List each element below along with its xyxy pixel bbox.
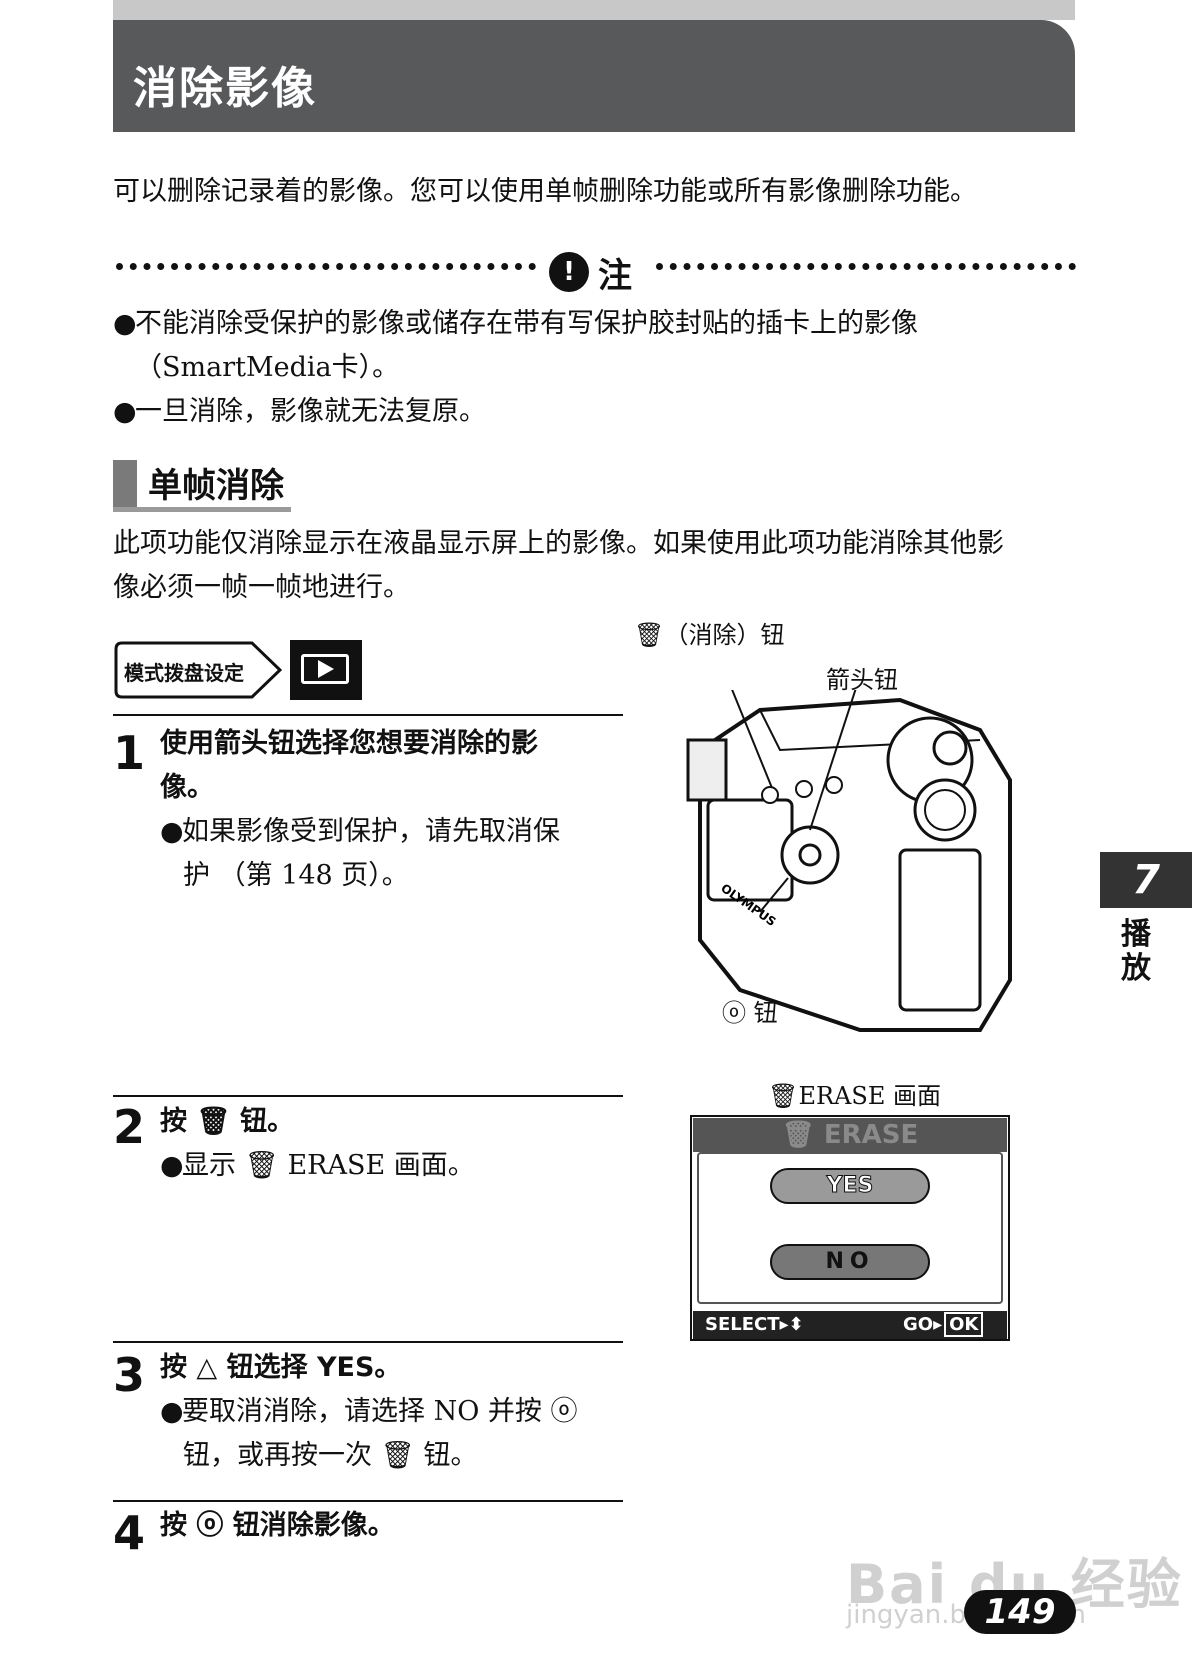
no-button[interactable]: NO: [770, 1244, 930, 1280]
step-divider: [113, 1500, 623, 1502]
note-bullet: ● 不能消除受保护的影像或储存在带有写保护胶封贴的插卡上的影像: [113, 302, 1093, 346]
step-bullet-text: 显示 🗑 ERASE 画面。: [182, 1150, 475, 1181]
trash-icon: 🗑: [781, 1120, 824, 1150]
page-title: 消除影像: [133, 63, 317, 114]
step-divider: [113, 1341, 623, 1343]
step-number: 1: [113, 726, 146, 780]
footer-select-text: SELECT: [705, 1314, 780, 1335]
bullet-icon: ●: [160, 1396, 184, 1427]
intro-text: 可以删除记录着的影像。您可以使用单帧删除功能或所有影像删除功能。: [113, 176, 977, 207]
step-heading: 按 ⓞ 钮消除影像。: [160, 1510, 395, 1541]
erase-screen-footer: SELECT▸⬍ GO▸OK: [693, 1311, 1007, 1339]
step-heading: 使用箭头钮选择您想要消除的影: [160, 728, 538, 759]
playback-icon-frame: [301, 654, 349, 684]
note-divider-left: [116, 263, 536, 270]
step-number: 4: [113, 1506, 146, 1560]
title-banner: [113, 20, 1075, 132]
chapter-number-tab: 7: [1100, 852, 1192, 908]
step-bullet: ● 如果影像受到保护，请先取消保: [160, 810, 560, 854]
trash-icon: 🗑: [768, 1082, 799, 1110]
step-number: 3: [113, 1348, 146, 1402]
footer-go-label: GO▸OK: [903, 1311, 984, 1339]
yes-button[interactable]: YES: [770, 1168, 930, 1204]
chapter-label-line: 播: [1121, 917, 1151, 952]
step-bullet: ● 显示 🗑 ERASE 画面。: [160, 1144, 475, 1188]
chapter-label: 播 放: [1112, 918, 1160, 986]
step-bullet-cont: 护 （第 148 页）。: [183, 860, 409, 891]
note-icon: !: [549, 252, 589, 292]
bullet-icon: ●: [160, 1150, 184, 1181]
step-heading-cont: 像。: [160, 772, 214, 803]
trash-icon: 🗑: [634, 621, 665, 649]
step-bullet-text: 如果影像受到保护，请先取消保: [182, 816, 560, 847]
erase-screen-caption: 🗑ERASE 画面: [768, 1076, 941, 1111]
erase-screen-caption-text: ERASE 画面: [798, 1082, 941, 1110]
erase-screen-panel: [697, 1152, 1003, 1304]
camera-illustration: OLYMPUS: [686, 690, 1012, 1032]
bullet-icon: ●: [113, 396, 137, 427]
erase-screen-header-text: ERASE: [823, 1120, 919, 1150]
step-divider: [113, 714, 623, 716]
note-bullet: ● 一旦消除，影像就无法复原。: [113, 390, 1093, 434]
step-divider: [113, 1095, 623, 1097]
chapter-label-line: 放: [1121, 951, 1151, 986]
step-heading: 按 🗑 钮。: [160, 1106, 295, 1137]
erase-screen-header: 🗑 ERASE: [693, 1118, 1007, 1152]
footer-go-text: GO: [903, 1314, 934, 1335]
arrow-button-callout: 箭头钮: [826, 666, 898, 694]
ok-button-callout-text: 钮: [753, 999, 778, 1027]
step-bullet: ● 要取消消除，请选择 NO 并按 ⓞ: [160, 1390, 578, 1434]
ok-box: OK: [944, 1312, 984, 1337]
footer-select-label: SELECT▸⬍: [705, 1314, 804, 1335]
ok-button-icon: ⓞ: [722, 999, 746, 1027]
bullet-icon: ●: [160, 816, 184, 847]
step-number: 2: [113, 1100, 146, 1154]
section-desc: 此项功能仅消除显示在液晶显示屏上的影像。如果使用此项功能消除其他影: [113, 528, 1004, 559]
section-title: 单帧消除: [148, 466, 284, 506]
title-banner-top: [113, 0, 1075, 20]
note-bullet-text: 不能消除受保护的影像或储存在带有写保护胶封贴的插卡上的影像: [135, 308, 918, 339]
note-bullet-text: 一旦消除，影像就无法复原。: [135, 396, 486, 427]
note-label: 注: [598, 256, 632, 296]
step-bullet-text: 要取消消除，请选择 NO 并按 ⓞ: [182, 1396, 578, 1427]
erase-button-callout-text: （消除）钮: [664, 621, 785, 649]
note-divider-right: [656, 263, 1076, 270]
section-marker: [113, 460, 137, 508]
step-heading: 按 △ 钮选择 YES。: [160, 1352, 402, 1383]
section-underline: [113, 507, 291, 512]
bullet-icon: ●: [113, 308, 137, 339]
mode-dial-indicator: [114, 641, 282, 699]
page-number: 149: [964, 1590, 1076, 1634]
mode-dial-label: 模式拨盘设定: [124, 661, 244, 685]
ok-button-callout: ⓞ 钮: [722, 993, 778, 1028]
section-desc-cont: 像必须一帧一帧地进行。: [113, 572, 410, 603]
play-triangle-icon: [318, 660, 334, 678]
note-bullet-cont: （SmartMedia卡）。: [135, 352, 400, 383]
step-bullet-cont: 钮，或再按一次 🗑 钮。: [183, 1440, 478, 1471]
erase-button-callout: 🗑（消除）钮: [634, 615, 784, 650]
